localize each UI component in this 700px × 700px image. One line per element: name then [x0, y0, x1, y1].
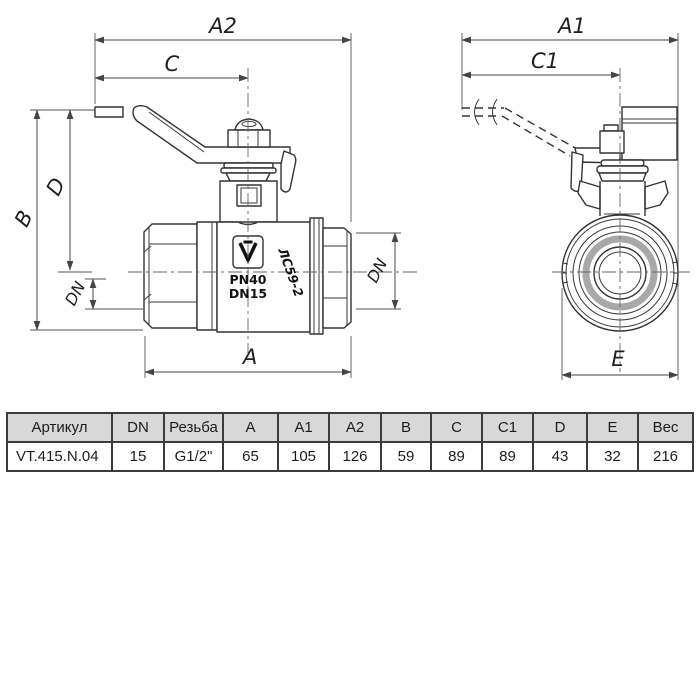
col-header-a: A: [222, 412, 279, 443]
dim-label-b: B: [10, 207, 38, 231]
col-header-b: B: [380, 412, 432, 443]
cell-thread: G1/2": [163, 441, 224, 472]
col-header-dn: DN: [111, 412, 165, 443]
dim-label-c1: C1: [531, 49, 559, 73]
col-header-d: D: [532, 412, 588, 443]
cell-c1: 89: [481, 441, 534, 472]
cell-d: 43: [532, 441, 588, 472]
valve-body-side: [143, 217, 352, 335]
cell-b: 59: [380, 441, 432, 472]
col-header-a1: A1: [277, 412, 330, 443]
col-header-article: Артикул: [6, 412, 113, 443]
valve-stem-side: [219, 118, 278, 223]
col-header-weight: Вес: [637, 412, 694, 443]
technical-drawing: PN40 DN15 ЛС59-2 A2 C B D DN A DN: [10, 14, 690, 380]
front-view-dimension-lines: [461, 36, 679, 379]
marking-pressure: PN40: [229, 272, 266, 287]
cell-a1: 105: [277, 441, 330, 472]
dim-label-a2: A2: [207, 14, 237, 38]
cell-weight: 216: [637, 441, 694, 472]
handle-grip-end: [621, 106, 678, 161]
valve-handle-side: [94, 105, 297, 193]
thread-ticks: [562, 261, 678, 285]
dim-label-a1: A1: [556, 14, 586, 38]
dim-label-dn-left: DN: [61, 278, 89, 308]
cell-a2: 126: [328, 441, 382, 472]
dim-label-a: A: [241, 345, 257, 369]
spec-table-data-row: VT.415.N.04 15 G1/2" 65 105 126 59 89 89…: [6, 441, 694, 472]
cell-dn: 15: [111, 441, 165, 472]
brand-v-icon: [238, 242, 258, 265]
valve-stem-front: [577, 124, 669, 216]
side-view-dimension-lines: [33, 36, 399, 376]
cell-article: VT.415.N.04: [6, 441, 113, 472]
dim-label-c: C: [165, 52, 180, 76]
col-header-c1: C1: [481, 412, 534, 443]
col-header-e: E: [586, 412, 639, 443]
front-view: A1 C1 E: [461, 14, 690, 380]
marking-bore: DN15: [229, 286, 267, 301]
cell-c: 89: [430, 441, 483, 472]
side-view: PN40 DN15 ЛС59-2 A2 C B D DN A DN: [10, 14, 420, 378]
spec-table-header-row: Артикул DN Резьба A A1 A2 B C C1 D E Вес: [6, 412, 694, 443]
col-header-a2: A2: [328, 412, 382, 443]
col-header-thread: Резьба: [163, 412, 224, 443]
dim-label-d: D: [41, 174, 70, 200]
col-header-c: C: [430, 412, 483, 443]
cell-e: 32: [586, 441, 639, 472]
spec-table: Артикул DN Резьба A A1 A2 B C C1 D E Вес…: [6, 412, 694, 472]
front-view-extension-lines: [461, 33, 679, 380]
dim-label-e: E: [611, 347, 625, 371]
dim-label-dn-right: DN: [363, 255, 391, 285]
cell-a: 65: [222, 441, 279, 472]
